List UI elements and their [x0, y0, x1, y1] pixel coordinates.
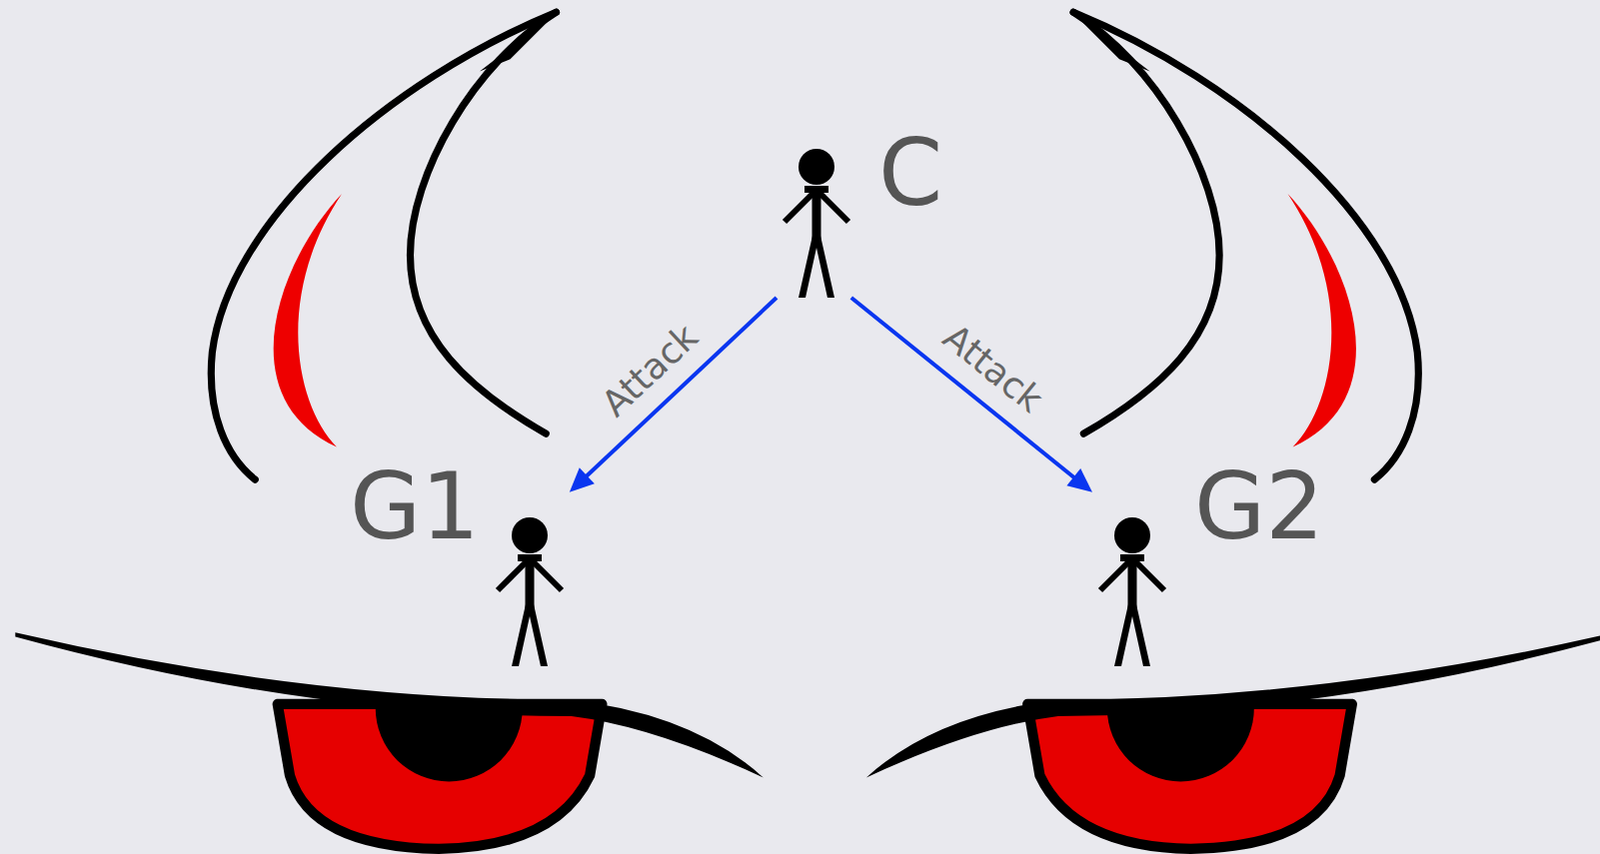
- right-half: [866, 9, 1600, 850]
- figure-part: [798, 148, 835, 185]
- arrow-head-end: [1066, 468, 1093, 493]
- figure-part: [804, 185, 829, 193]
- figure-part: [1100, 558, 1133, 591]
- stick-figure: [489, 516, 570, 667]
- stick-figure: [776, 147, 857, 298]
- person-label: G1: [349, 461, 480, 554]
- figure-part: [784, 189, 817, 222]
- horn-inner: [1073, 11, 1220, 434]
- edge-label: Attack: [937, 318, 1050, 419]
- stick-figure: [1092, 516, 1173, 667]
- figure-part: [798, 235, 835, 298]
- eyelid: [866, 632, 1600, 778]
- eyelid: [14, 632, 763, 778]
- horn-inner: [409, 11, 556, 434]
- left-half: [14, 9, 763, 850]
- eyeball: [1027, 704, 1353, 850]
- attack-arrow: [851, 297, 1078, 480]
- figure-part: [1114, 517, 1151, 554]
- eyeball: [277, 704, 603, 850]
- pupil: [1107, 708, 1255, 783]
- person-node: C: [776, 127, 943, 298]
- horn-red-crescent: [1288, 193, 1357, 447]
- horn-red-crescent: [273, 193, 342, 447]
- figure-part: [511, 604, 548, 667]
- edge-label: Attack: [595, 317, 704, 423]
- arrow-head-end: [569, 467, 595, 492]
- figure-part: [517, 554, 542, 562]
- figure-part: [1114, 604, 1151, 667]
- attack-arrow: [583, 297, 777, 479]
- figure-part: [497, 558, 530, 591]
- horn-tip: [1070, 9, 1151, 71]
- label-group: G1: [349, 461, 480, 554]
- horn-outer: [210, 11, 556, 480]
- figure-part: [816, 189, 849, 222]
- label-group: G2: [1194, 461, 1325, 554]
- figure-part: [1132, 558, 1165, 591]
- figure-part: [1120, 554, 1145, 562]
- person-label: G2: [1194, 461, 1325, 554]
- horn-outer: [1073, 11, 1419, 480]
- person-node: G2: [1092, 461, 1325, 667]
- pupil: [375, 708, 523, 783]
- label-group: C: [878, 127, 943, 220]
- figure-part: [511, 517, 548, 554]
- horn-tip: [479, 9, 560, 71]
- figure-part: [529, 558, 562, 591]
- person-node: G1: [349, 461, 570, 667]
- person-label: C: [878, 127, 943, 220]
